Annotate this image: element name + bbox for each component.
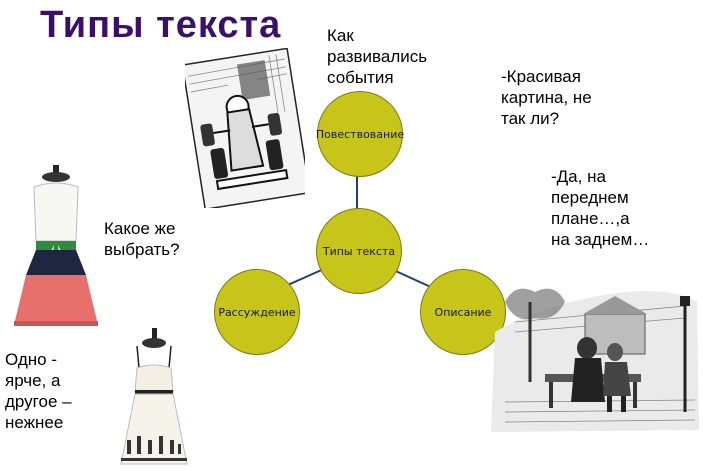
node-center: Типы текста: [316, 208, 402, 294]
page-title: Типы текста: [40, 4, 282, 46]
racecar-sketch-image: [185, 48, 305, 208]
node-narration-label: Повествование: [315, 127, 405, 141]
note-foreground: -Да, на переднем плане…,а на заднем…: [551, 167, 650, 249]
park-bench-engraving-image: [491, 288, 699, 432]
dress-colored-image: [14, 165, 98, 326]
note-choose: Какое же выбрать?: [104, 219, 180, 259]
node-narration: Повествование: [315, 91, 405, 177]
node-center-label: Типы текста: [322, 244, 396, 258]
dress-white-image: [120, 328, 188, 465]
note-beautiful: -Красивая картина, не так ли?: [501, 67, 592, 128]
node-description-label: Описание: [434, 305, 492, 319]
node-description: Описание: [420, 269, 506, 355]
note-compare: Одно - ярче, а другое – нежнее: [5, 350, 72, 432]
node-reasoning: Рассуждение: [214, 269, 300, 355]
node-reasoning-label: Рассуждение: [218, 305, 296, 319]
note-events: Как развивались события: [327, 26, 428, 87]
